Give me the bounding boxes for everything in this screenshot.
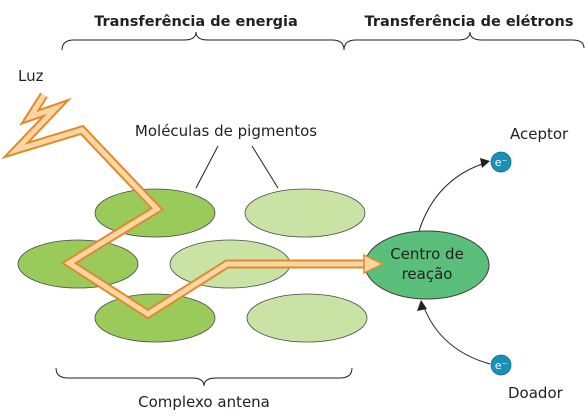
acceptor-electron: e⁻ bbox=[490, 151, 512, 173]
electron-to-acceptor-arrow bbox=[418, 161, 489, 232]
energy-path-arrow bbox=[0, 92, 385, 320]
acceptor-label: Aceptor bbox=[510, 125, 569, 143]
donor-label: Doador bbox=[508, 384, 564, 402]
pigment-molecule bbox=[246, 293, 368, 343]
donor-arrowhead bbox=[417, 300, 427, 311]
electron-symbol: e⁻ bbox=[495, 156, 508, 169]
pigment-molecule bbox=[244, 188, 366, 238]
electron-symbol: e⁻ bbox=[495, 359, 508, 372]
light-label: Luz bbox=[18, 67, 44, 85]
reaction-center-label-line1: Centro de bbox=[390, 245, 464, 263]
energy-transfer-brace bbox=[61, 31, 345, 51]
electron-transfer-header: Transferência de elétrons bbox=[365, 14, 574, 30]
donor-to-center-arrow bbox=[422, 304, 491, 365]
antenna-complex-label: Complexo antena bbox=[138, 393, 270, 411]
acceptor-arrowhead bbox=[480, 158, 490, 168]
energy-transfer-header: Transferência de energia bbox=[94, 14, 298, 30]
pigment-pointer-left bbox=[195, 145, 219, 189]
pigment-molecule bbox=[94, 293, 216, 343]
electron-transfer-brace bbox=[343, 31, 585, 51]
pigment-molecules-label: Moléculas de pigmentos bbox=[135, 122, 317, 140]
antenna-complex-brace bbox=[55, 367, 353, 387]
donor-electron: e⁻ bbox=[490, 354, 512, 376]
reaction-center-label-line2: reação bbox=[402, 265, 453, 283]
pigment-pointer-right bbox=[251, 145, 279, 189]
